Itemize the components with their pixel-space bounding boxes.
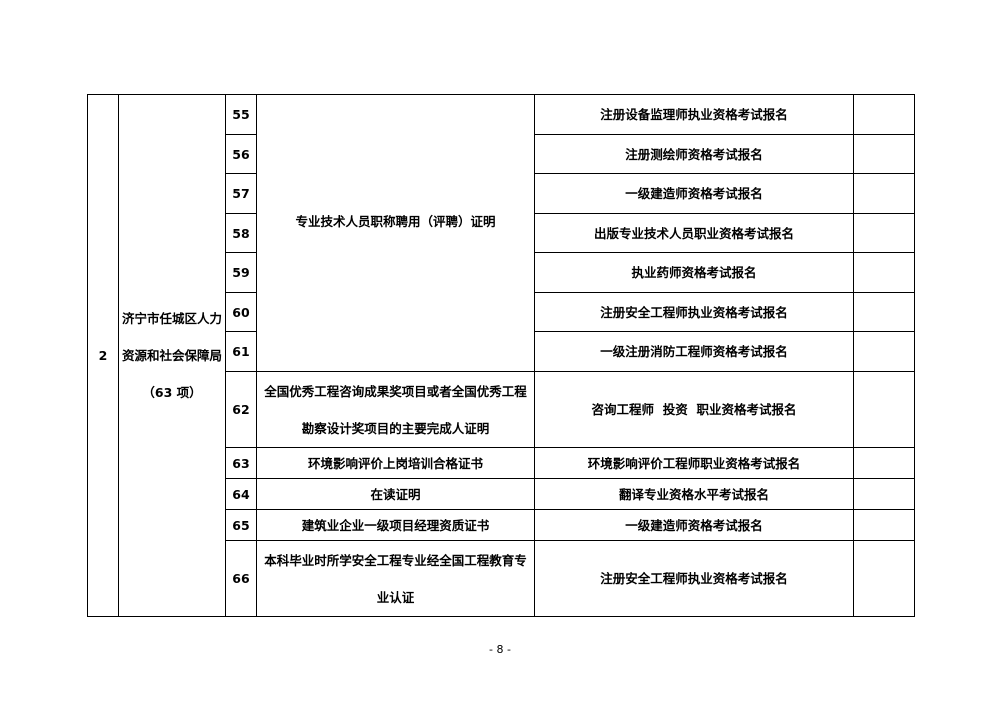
department-line: 资源和社会保障局 (121, 348, 222, 363)
exam-cell: 环境影响评价工程师职业资格考试报名 (534, 447, 854, 479)
row-number: 65 (225, 509, 257, 541)
remark-cell (853, 540, 915, 617)
table-row: 62 全国优秀工程咨询成果奖项目或者全国优秀工程 勘察设计奖项目的主要完成人证明… (88, 371, 915, 448)
group-seq: 2 (87, 94, 119, 617)
remark-cell (853, 252, 915, 293)
exam-cell: 翻译专业资格水平考试报名 (534, 478, 854, 510)
certificate-line: 勘察设计奖项目的主要完成人证明 (301, 420, 490, 436)
remark-cell (853, 134, 915, 174)
table-row: 66 本科毕业时所学安全工程专业经全国工程教育专 业认证 注册安全工程师执业资格… (88, 540, 915, 617)
exam-cell: 出版专业技术人员职业资格考试报名 (534, 213, 854, 253)
certificate-cell: 全国优秀工程咨询成果奖项目或者全国优秀工程 勘察设计奖项目的主要完成人证明 (256, 371, 535, 448)
exam-cell: 一级建造师资格考试报名 (534, 173, 854, 214)
remark-cell (853, 371, 915, 448)
row-number: 62 (225, 371, 257, 448)
table-row: 58 出版专业技术人员职业资格考试报名 (88, 213, 915, 253)
exam-cell: 注册测绘师资格考试报名 (534, 134, 854, 174)
exam-cell: 注册安全工程师执业资格考试报名 (534, 292, 854, 332)
row-number: 60 (225, 292, 257, 332)
row-number: 56 (225, 134, 257, 174)
table-row: 61 一级注册消防工程师资格考试报名 (88, 331, 915, 372)
exam-cell: 注册安全工程师执业资格考试报名 (534, 540, 854, 617)
department-count: （63 项） (142, 385, 202, 400)
table-row: 60 注册安全工程师执业资格考试报名 (88, 292, 915, 332)
remark-cell (853, 292, 915, 332)
certificate-line: 本科毕业时所学安全工程专业经全国工程教育专 (264, 552, 527, 568)
remark-cell (853, 173, 915, 214)
row-number: 58 (225, 213, 257, 253)
row-number: 55 (225, 94, 257, 135)
table-row: 57 一级建造师资格考试报名 (88, 173, 915, 214)
certificate-line: 业认证 (376, 589, 415, 605)
page-number: - 8 - (489, 643, 511, 656)
table-row: 56 注册测绘师资格考试报名 (88, 134, 915, 174)
department-cell: 济宁市任城区人力 资源和社会保障局 （63 项） (118, 94, 226, 617)
remark-cell (853, 509, 915, 541)
row-number: 59 (225, 252, 257, 293)
remark-cell (853, 478, 915, 510)
remark-cell (853, 447, 915, 479)
department-line: 济宁市任城区人力 (121, 311, 222, 326)
exam-cell: 一级建造师资格考试报名 (534, 509, 854, 541)
row-number: 64 (225, 478, 257, 510)
certificate-cell: 环境影响评价上岗培训合格证书 (256, 447, 535, 479)
items-table: 2 济宁市任城区人力 资源和社会保障局 （63 项） 55 专业技术人员职称聘用… (87, 94, 915, 617)
row-number: 61 (225, 331, 257, 372)
table-row: 65 建筑业企业一级项目经理资质证书 一级建造师资格考试报名 (88, 509, 915, 541)
table-row: 63 环境影响评价上岗培训合格证书 环境影响评价工程师职业资格考试报名 (88, 447, 915, 479)
exam-cell: 一级注册消防工程师资格考试报名 (534, 331, 854, 372)
exam-cell: 咨询工程师 投资 职业资格考试报名 (534, 371, 854, 448)
certificate-cell: 在读证明 (256, 478, 535, 510)
certificate-line: 全国优秀工程咨询成果奖项目或者全国优秀工程 (264, 383, 527, 399)
remark-cell (853, 331, 915, 372)
certificate-cell: 专业技术人员职称聘用（评聘）证明 (256, 94, 535, 372)
table-row: 59 执业药师资格考试报名 (88, 252, 915, 293)
row-number: 57 (225, 173, 257, 214)
row-number: 66 (225, 540, 257, 617)
remark-cell (853, 94, 915, 135)
exam-cell: 执业药师资格考试报名 (534, 252, 854, 293)
remark-cell (853, 213, 915, 253)
certificate-cell: 本科毕业时所学安全工程专业经全国工程教育专 业认证 (256, 540, 535, 617)
table-row: 2 济宁市任城区人力 资源和社会保障局 （63 项） 55 专业技术人员职称聘用… (87, 94, 915, 617)
exam-cell: 注册设备监理师执业资格考试报名 (534, 94, 854, 135)
row-number: 63 (225, 447, 257, 479)
certificate-cell: 建筑业企业一级项目经理资质证书 (256, 509, 535, 541)
